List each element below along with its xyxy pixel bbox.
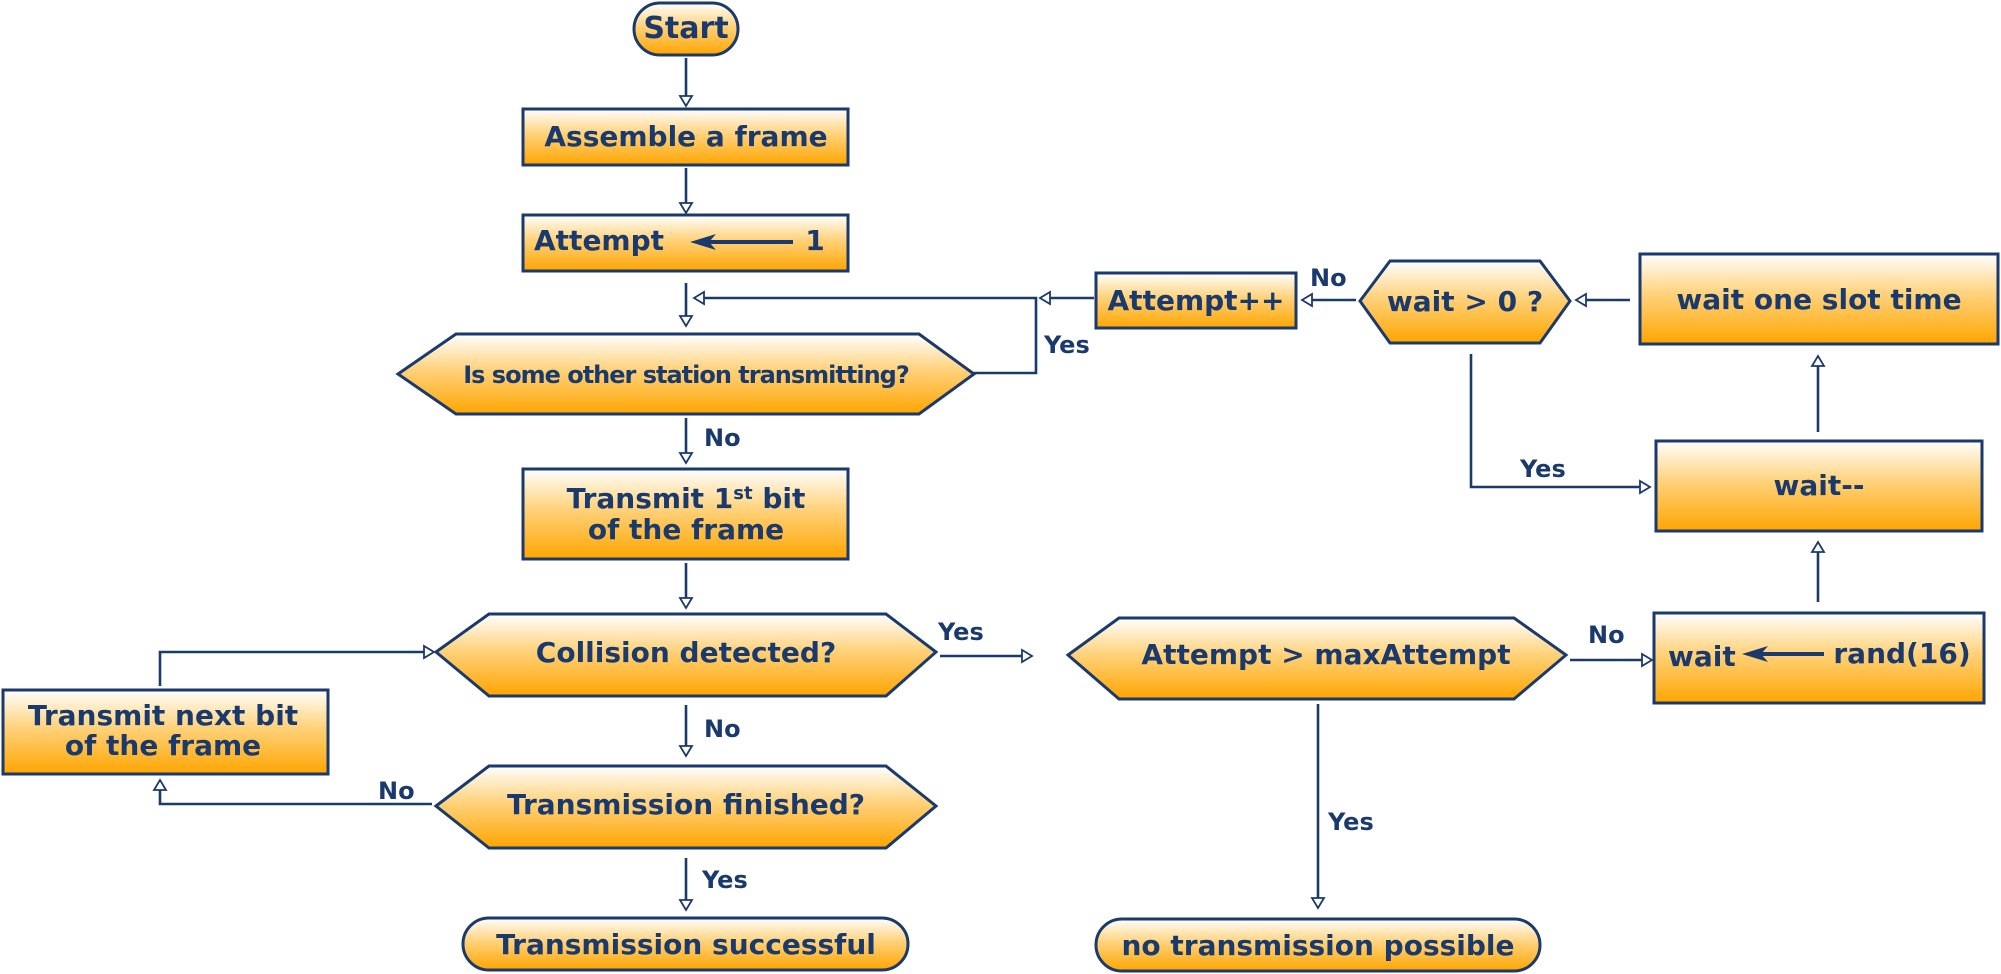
wait-check-no-label: No bbox=[1310, 264, 1347, 292]
max-attempt-label: Attempt > maxAttempt bbox=[1141, 638, 1510, 671]
attempt-increment-label: Attempt++ bbox=[1108, 284, 1285, 317]
finished-check-node: Transmission finished? bbox=[433, 764, 939, 850]
wait-check-node: wait > 0 ? bbox=[1358, 259, 1572, 345]
edge-finished-no bbox=[158, 788, 432, 806]
wait-check-yes-label: Yes bbox=[1519, 455, 1566, 483]
arrowhead bbox=[678, 899, 694, 912]
arrowhead bbox=[1021, 648, 1034, 664]
wait-rand-value: rand(16) bbox=[1833, 637, 1970, 670]
attempt-init-node: Attempt 1 bbox=[521, 213, 850, 273]
station-no-label: No bbox=[704, 424, 741, 452]
edge-waitcheck-yes bbox=[1469, 354, 1642, 489]
arrowhead bbox=[678, 202, 694, 215]
arrowhead bbox=[423, 644, 436, 660]
finished-no-label: No bbox=[378, 777, 415, 805]
station-check-node: Is some other station transmitting? bbox=[395, 332, 977, 416]
wait-slot-node: wait one slot time bbox=[1638, 252, 2000, 346]
wait-slot-label: wait one slot time bbox=[1676, 283, 1961, 316]
collision-check-node: Collision detected? bbox=[433, 612, 939, 698]
success-node: Transmission successful bbox=[461, 916, 910, 972]
collision-no-label: No bbox=[704, 715, 741, 743]
arrowhead bbox=[1574, 292, 1587, 308]
arrowhead bbox=[1300, 292, 1313, 308]
finished-yes-label: Yes bbox=[701, 866, 748, 894]
assemble-frame-label: Assemble a frame bbox=[544, 120, 827, 153]
transmit-first-bit-node: Transmit 1st bit of the frame bbox=[521, 467, 850, 561]
transmit-next-line1: Transmit next bit bbox=[28, 699, 298, 732]
station-yes-label: Yes bbox=[1043, 331, 1090, 359]
arrowhead bbox=[678, 452, 694, 465]
no-transmission-label: no transmission possible bbox=[1121, 929, 1514, 962]
transmit-first-line1: Transmit 1st bit bbox=[567, 482, 806, 515]
arrowhead bbox=[1810, 354, 1826, 367]
wait-check-label: wait > 0 ? bbox=[1387, 285, 1543, 318]
arrowhead bbox=[678, 745, 694, 758]
max-attempt-check-node: Attempt > maxAttempt bbox=[1065, 616, 1569, 701]
assign-arrowhead-icon bbox=[690, 234, 716, 250]
max-no-label: No bbox=[1588, 621, 1625, 649]
arrowhead bbox=[1639, 479, 1652, 495]
assemble-frame-node: Assemble a frame bbox=[521, 107, 850, 167]
wait-rand-node: wait rand(16) bbox=[1652, 611, 1986, 705]
connectors bbox=[152, 58, 1826, 912]
arrowhead bbox=[678, 95, 694, 108]
assign-arrowhead-icon bbox=[1742, 646, 1768, 662]
attempt-increment-node: Attempt++ bbox=[1094, 271, 1298, 330]
wait-decrement-label: wait-- bbox=[1774, 469, 1865, 502]
edge-nextbit-collision bbox=[158, 650, 426, 686]
attempt-init-label: Attempt bbox=[534, 224, 664, 257]
max-yes-label: Yes bbox=[1327, 808, 1374, 836]
start-label: Start bbox=[643, 11, 728, 46]
collision-yes-label: Yes bbox=[937, 618, 984, 646]
arrowhead bbox=[692, 290, 705, 306]
wait-decrement-node: wait-- bbox=[1654, 439, 1984, 533]
transmit-next-line2: of the frame bbox=[65, 729, 261, 762]
arrowhead bbox=[1038, 290, 1051, 306]
edge-labels: Yes No Yes No No Yes No Yes No Yes bbox=[378, 264, 1625, 894]
wait-rand-label: wait bbox=[1668, 640, 1736, 673]
start-node: Start bbox=[632, 1, 740, 57]
arrowhead bbox=[678, 315, 694, 328]
arrowhead bbox=[1641, 652, 1654, 668]
station-check-label: Is some other station transmitting? bbox=[463, 361, 909, 389]
arrowhead bbox=[152, 778, 168, 791]
transmit-next-bit-node: Transmit next bit of the frame bbox=[1, 688, 330, 776]
finished-check-label: Transmission finished? bbox=[507, 788, 865, 821]
edge-station-yes-loop bbox=[702, 296, 1038, 375]
transmit-first-line2: of the frame bbox=[588, 513, 784, 546]
arrowhead bbox=[1810, 540, 1826, 553]
no-transmission-node: no transmission possible bbox=[1094, 917, 1542, 973]
success-label: Transmission successful bbox=[496, 928, 876, 961]
arrowhead bbox=[678, 597, 694, 610]
arrowhead bbox=[1310, 897, 1326, 910]
attempt-init-value: 1 bbox=[805, 224, 824, 257]
collision-check-label: Collision detected? bbox=[536, 636, 836, 669]
